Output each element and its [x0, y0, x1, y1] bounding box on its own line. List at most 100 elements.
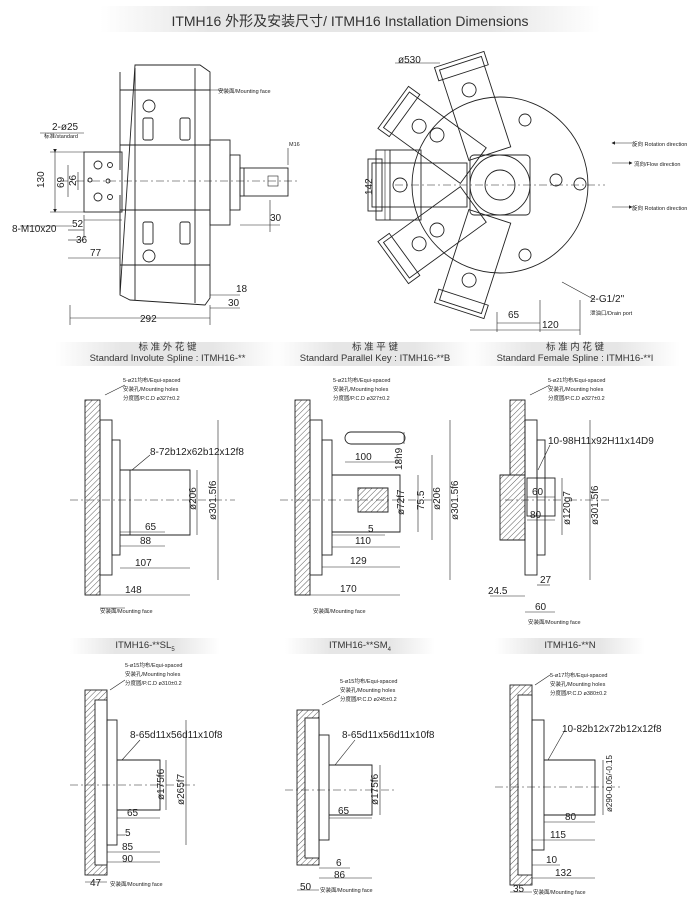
svg-text:安装面/Mounting face: 安装面/Mounting face [100, 607, 153, 615]
svg-text:5-ø15均布/Equi-spaced: 5-ø15均布/Equi-spaced [125, 661, 182, 669]
svg-text:129: 129 [350, 556, 367, 567]
sl-view [70, 689, 195, 876]
caption-n: ITMH16-**N [495, 638, 645, 654]
front-view-dimensions [384, 62, 633, 335]
svg-text:52: 52 [72, 219, 84, 230]
svg-text:27: 27 [540, 575, 552, 586]
svg-text:分度圆/P.C.D ø327±0.2: 分度圆/P.C.D ø327±0.2 [333, 394, 390, 402]
svg-text:80: 80 [530, 510, 542, 521]
caption-parallel-key: 标 准 平 键 Standard Parallel Key : ITMH16-*… [275, 342, 475, 366]
svg-text:旋向 Rotation direction: 旋向 Rotation direction [632, 204, 687, 212]
svg-text:5: 5 [125, 828, 131, 839]
caption-sl: ITMH16-**SL5 [70, 638, 220, 654]
n-view [495, 684, 620, 886]
svg-text:60: 60 [532, 487, 544, 498]
piston-housing [433, 209, 512, 320]
svg-text:18: 18 [236, 284, 248, 295]
svg-text:5-ø21均布/Equi-spaced: 5-ø21均布/Equi-spaced [548, 376, 605, 384]
svg-text:90: 90 [122, 854, 134, 865]
svg-text:分度圆/P.C.D ø327±0.2: 分度圆/P.C.D ø327±0.2 [123, 394, 180, 402]
svg-text:2-G1/2": 2-G1/2" [590, 294, 625, 305]
svg-text:75.5: 75.5 [416, 490, 427, 510]
svg-text:100: 100 [355, 452, 372, 463]
spline-view-dimensions [85, 384, 219, 609]
svg-text:5-ø21均布/Equi-spaced: 5-ø21均布/Equi-spaced [333, 376, 390, 384]
side-view-labels: 安装面/Mounting face 2-ø25 标准/standard 8-M1… [12, 87, 300, 325]
svg-text:26: 26 [68, 174, 79, 186]
svg-text:分度圆/P.C.D ø245±0.2: 分度圆/P.C.D ø245±0.2 [340, 695, 397, 703]
svg-text:10-82b12x72b12x12f8: 10-82b12x72b12x12f8 [562, 724, 662, 735]
svg-text:ø120g7: ø120g7 [562, 491, 573, 525]
n-view-dimensions [510, 674, 604, 893]
svg-text:ø301.5f6: ø301.5f6 [208, 480, 219, 520]
svg-text:8-72b12x62b12x12f8: 8-72b12x62b12x12f8 [150, 447, 244, 458]
sm-view-dimensions [297, 694, 381, 891]
svg-text:35: 35 [513, 884, 525, 895]
caption-female-spline: 标 准 内 花 键 Standard Female Spline : ITMH1… [470, 342, 680, 366]
svg-text:2-ø25: 2-ø25 [52, 122, 79, 133]
svg-text:8-M10x20: 8-M10x20 [12, 224, 57, 235]
svg-text:安装面/Mounting face: 安装面/Mounting face [218, 87, 271, 95]
sm-view [285, 709, 395, 866]
svg-text:ø206: ø206 [432, 487, 443, 510]
svg-text:5-ø15均布/Equi-spaced: 5-ø15均布/Equi-spaced [340, 677, 397, 685]
title-band [100, 6, 600, 32]
svg-text:65: 65 [145, 522, 157, 533]
svg-text:M16: M16 [289, 142, 300, 148]
piston-housing [433, 50, 512, 161]
svg-text:50: 50 [300, 882, 312, 893]
svg-text:69: 69 [56, 176, 67, 188]
key-view-labels: 5-ø21均布/Equi-spaced 安装孔/Mounting holes 分… [313, 376, 461, 615]
svg-text:77: 77 [90, 248, 102, 259]
sl-view-dimensions [85, 679, 187, 883]
svg-text:148: 148 [125, 585, 142, 596]
svg-text:ø290-0.05/-0.15: ø290-0.05/-0.15 [605, 755, 614, 812]
svg-text:60: 60 [535, 602, 547, 613]
svg-text:10-98H11x92H11x14D9: 10-98H11x92H11x14D9 [548, 436, 654, 447]
svg-text:旋向 Rotation direction: 旋向 Rotation direction [632, 140, 687, 148]
svg-text:分度圆/P.C.D ø310±0.2: 分度圆/P.C.D ø310±0.2 [125, 679, 182, 687]
svg-text:6: 6 [336, 858, 342, 869]
svg-text:ø175f6: ø175f6 [370, 773, 381, 805]
female-view-labels: 5-ø21均布/Equi-spaced 安装孔/Mounting holes 分… [488, 376, 654, 626]
svg-text:ø301.5f6: ø301.5f6 [590, 485, 601, 525]
svg-text:安装面/Mounting face: 安装面/Mounting face [320, 886, 373, 894]
side-view-dimensions [20, 89, 289, 325]
svg-text:ø175f6: ø175f6 [156, 768, 167, 800]
svg-text:安装面/Mounting face: 安装面/Mounting face [313, 607, 366, 615]
svg-text:142: 142 [364, 178, 375, 195]
svg-text:110: 110 [355, 536, 371, 547]
sm-view-labels: 5-ø15均布/Equi-spaced 安装孔/Mounting holes 分… [300, 677, 435, 894]
svg-text:88: 88 [140, 536, 152, 547]
svg-text:86: 86 [334, 870, 346, 881]
svg-text:65: 65 [127, 808, 139, 819]
svg-text:47: 47 [90, 878, 102, 889]
side-view [60, 64, 300, 306]
spline-view [70, 399, 235, 596]
title-bar: ITMH16 外形及安装尺寸/ ITMH16 Installation Dime… [0, 0, 700, 38]
svg-text:安装面/Mounting face: 安装面/Mounting face [110, 880, 163, 888]
svg-text:30: 30 [228, 298, 240, 309]
n-view-labels: 5-ø17均布/Equi-spaced 安装孔/Mounting holes 分… [513, 671, 662, 896]
caption-involute: 标 准 外 花 键 Standard Involute Spline : ITM… [55, 342, 280, 366]
svg-text:5-ø17均布/Equi-spaced: 5-ø17均布/Equi-spaced [550, 671, 607, 679]
svg-text:85: 85 [122, 842, 134, 853]
svg-text:泄油口/Drain port: 泄油口/Drain port [590, 309, 633, 317]
svg-text:ø265f7: ø265f7 [176, 773, 187, 805]
svg-text:分度圆/P.C.D ø380±0.2: 分度圆/P.C.D ø380±0.2 [550, 689, 607, 697]
svg-text:安装孔/Mounting holes: 安装孔/Mounting holes [333, 385, 389, 393]
piston-housing [377, 185, 487, 285]
svg-text:安装孔/Mounting holes: 安装孔/Mounting holes [548, 385, 604, 393]
svg-text:流向/Flow direction: 流向/Flow direction [634, 160, 680, 168]
svg-text:65: 65 [508, 310, 520, 321]
svg-text:标准/standard: 标准/standard [44, 132, 78, 140]
svg-text:24.5: 24.5 [488, 586, 508, 597]
svg-text:18h9: 18h9 [394, 447, 405, 470]
svg-text:5-ø21均布/Equi-spaced: 5-ø21均布/Equi-spaced [123, 376, 180, 384]
front-view [367, 50, 605, 320]
svg-text:10: 10 [546, 855, 558, 866]
svg-text:8-65d11x56d11x10f8: 8-65d11x56d11x10f8 [342, 730, 435, 741]
piston-housing [377, 85, 487, 185]
spline-view-labels: 5-ø21均布/Equi-spaced 安装孔/Mounting holes 分… [100, 376, 244, 615]
